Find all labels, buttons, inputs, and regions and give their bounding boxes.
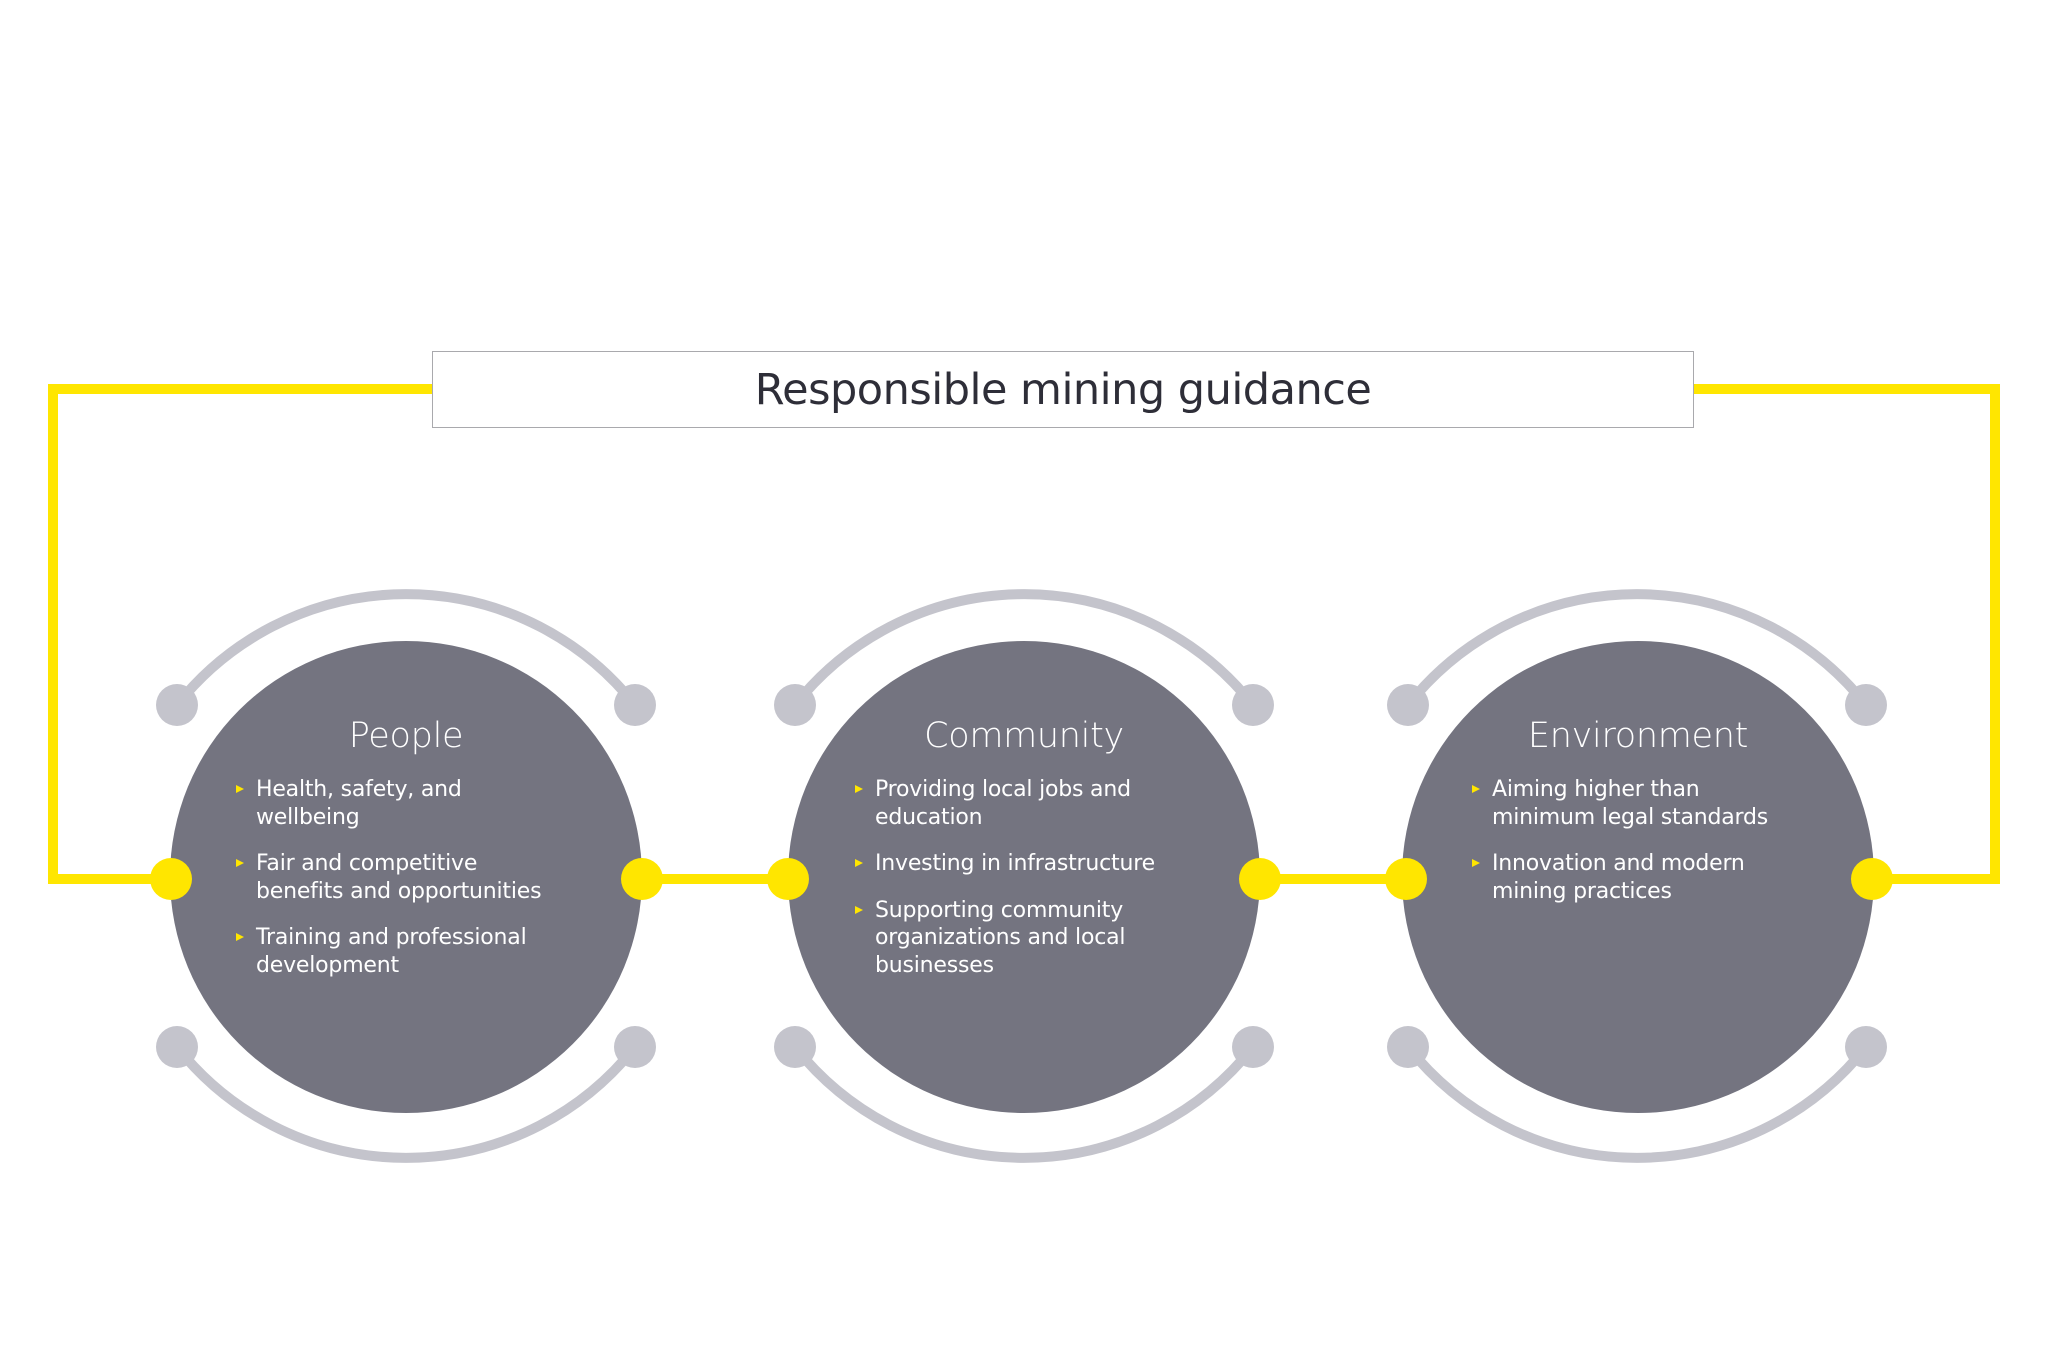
list-item: Supporting community organizations and l… <box>855 897 1155 980</box>
pillar-circle <box>1402 641 1874 1113</box>
bullet-triangle-icon <box>236 859 244 867</box>
pillar-list: Aiming higher than minimum legal standar… <box>1472 776 1768 924</box>
connector-node <box>1851 858 1893 900</box>
item-text-line: Innovation and modern <box>1492 851 1745 876</box>
bullet-triangle-icon <box>855 905 863 914</box>
bullet-triangle-icon <box>855 859 863 867</box>
connector-node <box>621 858 663 900</box>
pillar-title: People <box>348 716 464 756</box>
orbit-node <box>1845 1026 1887 1068</box>
pillar-people-graphic <box>150 589 663 1163</box>
pillar-title: Community <box>924 716 1124 756</box>
list-item: Innovation and modern mining practices <box>1472 850 1768 905</box>
diagram-title: Responsible mining guidance <box>754 365 1372 415</box>
item-text-line: development <box>256 952 399 978</box>
pillar-community-graphic <box>767 589 1281 1163</box>
orbit-node <box>156 684 198 726</box>
bullet-triangle-icon <box>236 785 244 793</box>
item-text-line: Fair and competitive <box>256 851 478 876</box>
item-text-line: Training and professional <box>256 925 527 950</box>
title-box: Responsible mining guidance <box>432 351 1694 428</box>
item-text-line: Health, safety, and <box>256 777 462 802</box>
orbit-arc-bottom <box>791 1043 1257 1163</box>
orbit-node <box>156 1026 198 1068</box>
orbit-node <box>614 1026 656 1068</box>
bullet-triangle-icon <box>855 785 863 793</box>
orbit-node <box>1232 1026 1274 1068</box>
item-text-line: wellbeing <box>256 804 360 830</box>
bullet-triangle-icon <box>1472 859 1480 867</box>
item-text-line: Aiming higher than <box>1492 777 1700 802</box>
orbit-node <box>1232 684 1274 726</box>
feedback-loop-connector <box>48 384 2000 884</box>
item-text-line: Supporting community <box>875 897 1124 923</box>
orbit-node <box>774 684 816 726</box>
orbit-node <box>1387 1026 1429 1068</box>
pillar-circle <box>170 641 642 1113</box>
item-text-line: benefits and opportunities <box>256 878 542 904</box>
connector-node <box>1239 858 1281 900</box>
orbit-node <box>774 1026 816 1068</box>
list-item: Aiming higher than minimum legal standar… <box>1472 776 1768 831</box>
list-item: Providing local jobs and education <box>855 776 1155 831</box>
item-text-line: organizations and local <box>875 925 1126 950</box>
item-text-line: mining practices <box>1492 878 1672 904</box>
list-item: Health, safety, and wellbeing <box>236 776 541 831</box>
orbit-arc-top <box>791 589 1257 709</box>
orbit-node <box>1387 684 1429 726</box>
orbit-arc-bottom <box>1404 1043 1870 1163</box>
item-text-line: businesses <box>875 952 994 978</box>
list-item: Investing in infrastructure <box>855 850 1155 878</box>
item-text-line: Providing local jobs and <box>875 777 1131 802</box>
connector-node <box>150 858 192 900</box>
pillar-title: Environment <box>1527 716 1749 756</box>
orbit-node <box>1845 684 1887 726</box>
pillar-list: Providing local jobs and education Inves… <box>855 776 1155 998</box>
item-text-line: Investing in infrastructure <box>875 851 1155 876</box>
list-item: Training and professional development <box>236 924 541 979</box>
orbit-arc-top <box>173 589 639 709</box>
orbit-arc-top <box>1404 589 1870 709</box>
bullet-triangle-icon <box>236 933 244 941</box>
orbit-node <box>614 684 656 726</box>
pillar-list: Health, safety, and wellbeing Fair and c… <box>236 776 542 998</box>
item-text-line: education <box>875 804 983 830</box>
connector-node <box>767 858 809 900</box>
pillar-circle <box>788 641 1260 1113</box>
list-item: Fair and competitive benefits and opport… <box>236 850 542 905</box>
connector-node <box>1385 858 1427 900</box>
bullet-triangle-icon <box>1472 785 1480 793</box>
orbit-arc-bottom <box>173 1043 639 1163</box>
item-text-line: minimum legal standards <box>1492 804 1769 830</box>
pillar-environment-graphic <box>1385 589 1893 1163</box>
